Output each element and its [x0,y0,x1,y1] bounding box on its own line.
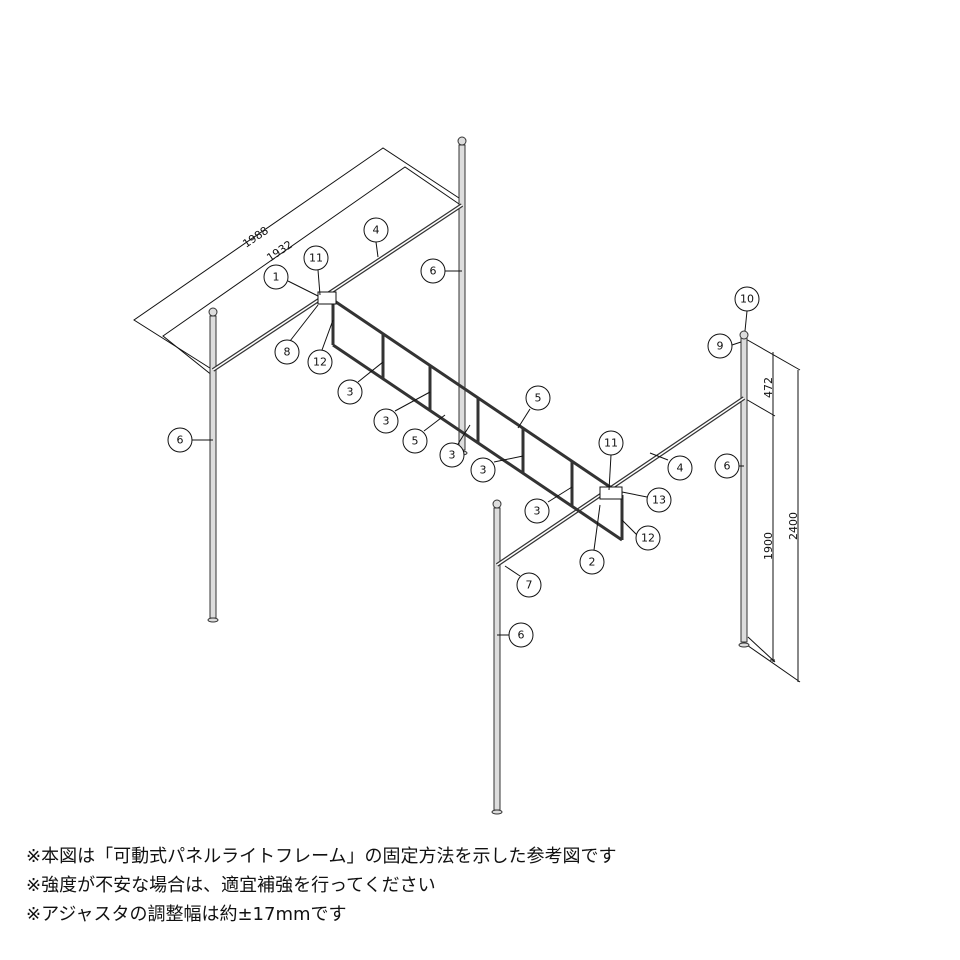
note-reinforcement: ※強度が不安な場合は、適宜補強を行ってください [26,875,436,896]
svg-text:6: 6 [724,460,731,473]
svg-text:3: 3 [534,505,541,518]
callout-10: 10 [734,286,760,312]
callout-11: 11 [598,430,624,456]
svg-text:3: 3 [480,464,487,477]
svg-text:11: 11 [604,437,618,450]
svg-text:12: 12 [313,356,327,369]
note-adjuster: ※アジャスタの調整幅は約±17mmです [26,904,347,925]
svg-text:6: 6 [430,265,437,278]
svg-text:4: 4 [373,224,380,237]
dim-top-offset: 472 [762,377,775,398]
svg-text:6: 6 [518,629,525,642]
dimension-lines [133,147,801,683]
svg-text:5: 5 [535,392,542,405]
callout-8: 8 [274,339,300,365]
dim-inner-width: 1932 [264,238,294,264]
panel-frame [331,298,624,542]
svg-text:9: 9 [717,340,724,353]
svg-text:11: 11 [309,252,323,265]
svg-text:1: 1 [273,271,280,284]
callout-3: 3 [470,457,496,483]
callout-12: 12 [635,525,661,551]
notes: ※本図は「可動式パネルライトフレーム」の固定方法を示した参考図です ※強度が不安… [26,842,617,929]
pole-front [493,507,501,811]
callout-6: 6 [420,258,446,284]
svg-text:13: 13 [652,494,666,507]
callout-5: 5 [402,428,428,454]
dim-beam-height: 1900 [762,532,775,560]
callout-6: 6 [508,622,534,648]
svg-text:3: 3 [347,386,354,399]
svg-text:5: 5 [412,435,419,448]
callout-3: 3 [524,498,550,524]
callout-1: 1 [263,264,289,290]
svg-text:2: 2 [589,556,596,569]
callout-3: 3 [439,442,465,468]
callout-3: 3 [373,408,399,434]
svg-text:3: 3 [449,449,456,462]
brackets [317,291,623,500]
callout-12: 12 [307,349,333,375]
callout-13: 13 [646,487,672,513]
callout-6: 6 [714,453,740,479]
svg-text:10: 10 [740,293,754,306]
leader-lines [192,241,748,636]
callout-3: 3 [337,379,363,405]
callout-4: 4 [363,217,389,243]
callout-11: 11 [303,245,329,271]
pole-right [740,337,748,643]
dim-total-height: 2400 [787,512,800,540]
callout-7: 7 [516,572,542,598]
svg-text:8: 8 [284,346,291,359]
callout-4: 4 [667,455,693,481]
svg-text:6: 6 [177,434,184,447]
callout-9: 9 [707,333,733,359]
svg-text:12: 12 [641,532,655,545]
callouts: 1 11 4 6 8 12 3 3 5 5 3 3 3 11 4 6 13 12… [167,217,760,648]
callout-5: 5 [525,385,551,411]
callout-6: 6 [167,427,193,453]
svg-text:7: 7 [526,579,533,592]
pole-left [209,315,217,619]
note-reference: ※本図は「可動式パネルライトフレーム」の固定方法を示した参考図です [26,846,617,867]
callout-2: 2 [579,549,605,575]
svg-text:4: 4 [677,462,684,475]
poles [207,136,750,815]
pole-back [458,144,466,451]
svg-text:3: 3 [383,415,390,428]
